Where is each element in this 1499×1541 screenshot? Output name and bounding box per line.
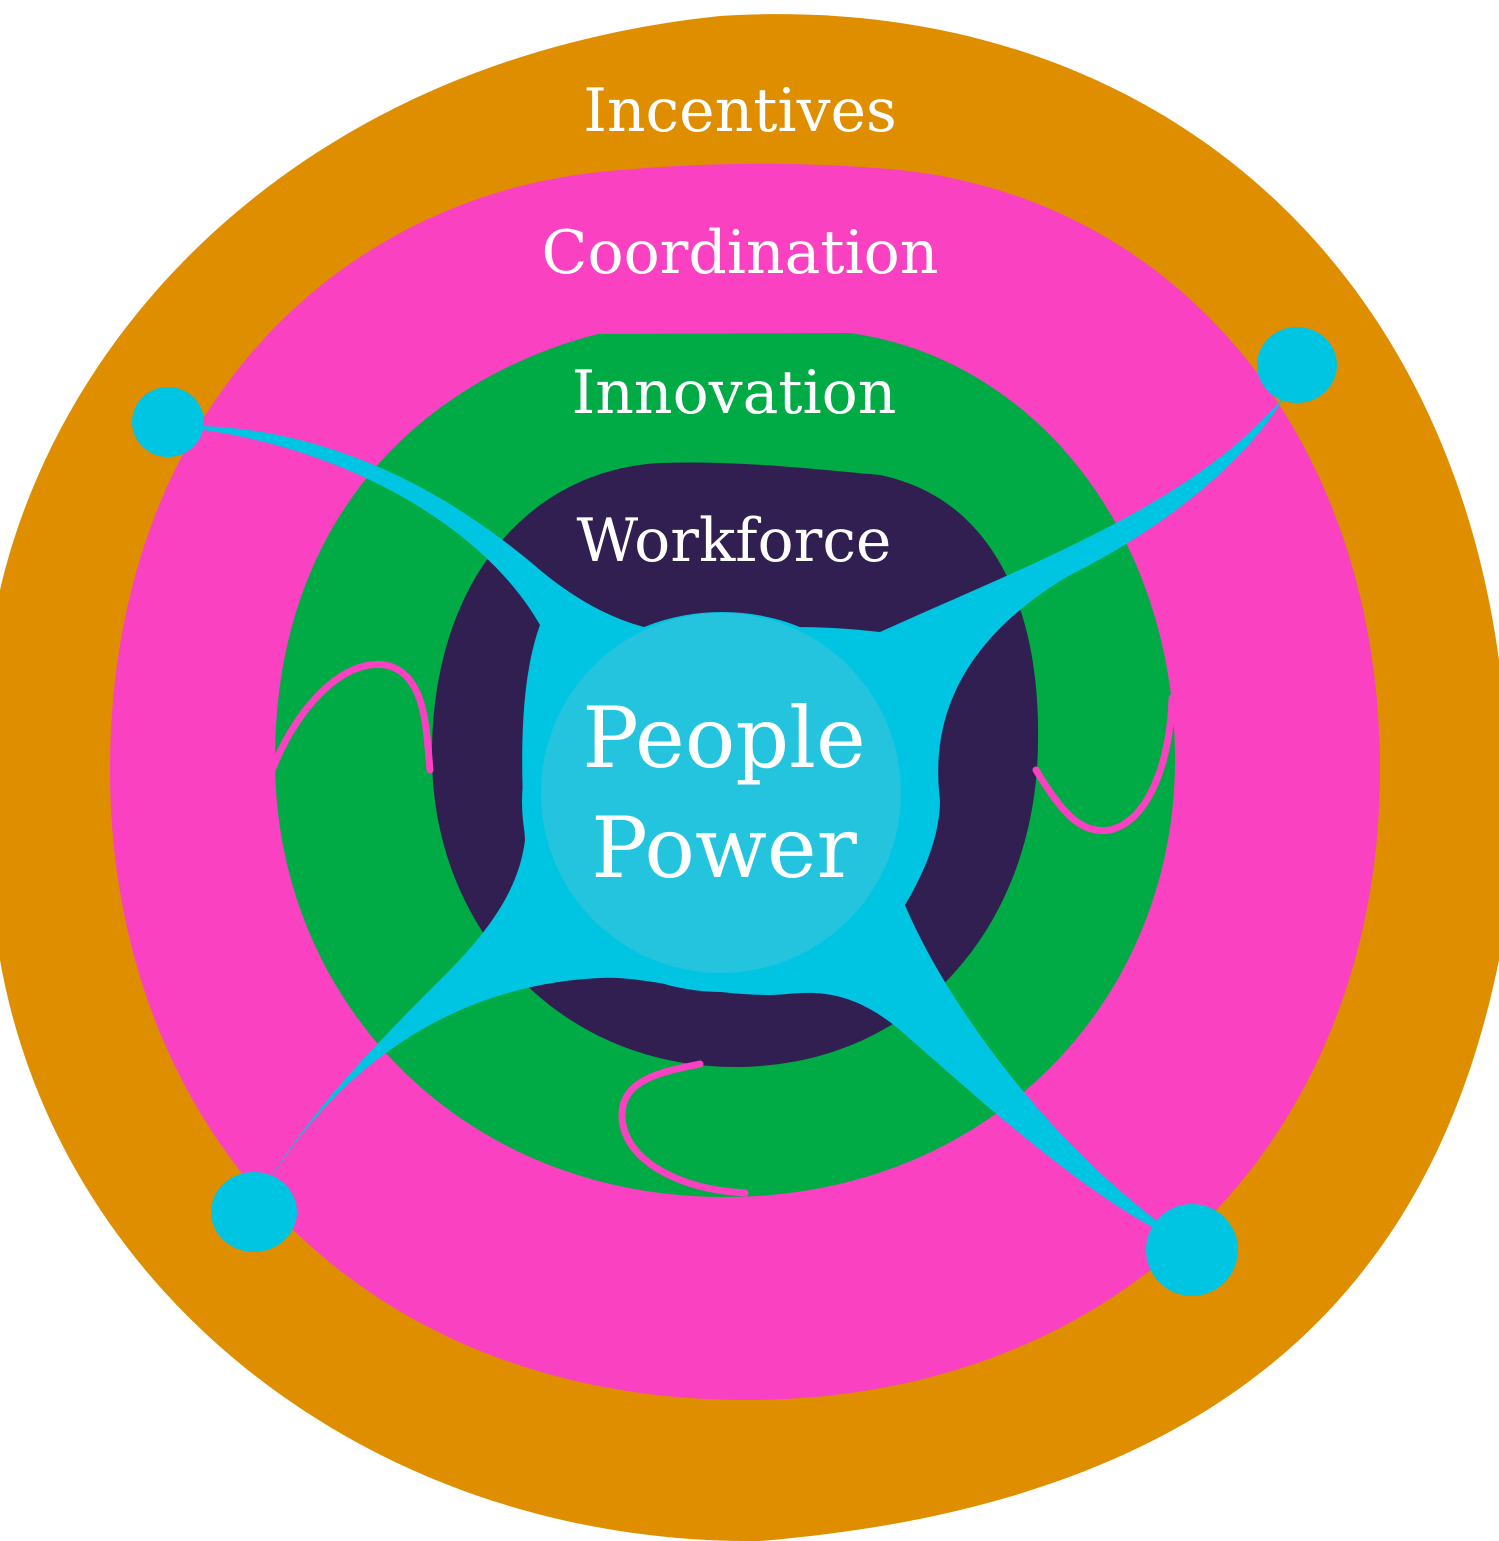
label-power: Power bbox=[591, 799, 857, 897]
accent-line-left bbox=[269, 660, 434, 774]
accent-line-right bbox=[1032, 694, 1176, 835]
connector-node-bottom-right bbox=[1146, 1204, 1238, 1296]
label-incentives: Incentives bbox=[583, 76, 897, 146]
label-innovation: Innovation bbox=[572, 358, 897, 428]
connector-node-bottom-left bbox=[211, 1172, 297, 1252]
label-workforce: Workforce bbox=[577, 506, 892, 576]
accent-line-bottom bbox=[618, 1060, 749, 1197]
label-people: People bbox=[582, 689, 865, 787]
center-core bbox=[541, 613, 901, 973]
connector-node-top-right bbox=[1257, 327, 1337, 403]
label-coordination: Coordination bbox=[542, 218, 939, 288]
connector-node-top-left bbox=[132, 387, 204, 457]
